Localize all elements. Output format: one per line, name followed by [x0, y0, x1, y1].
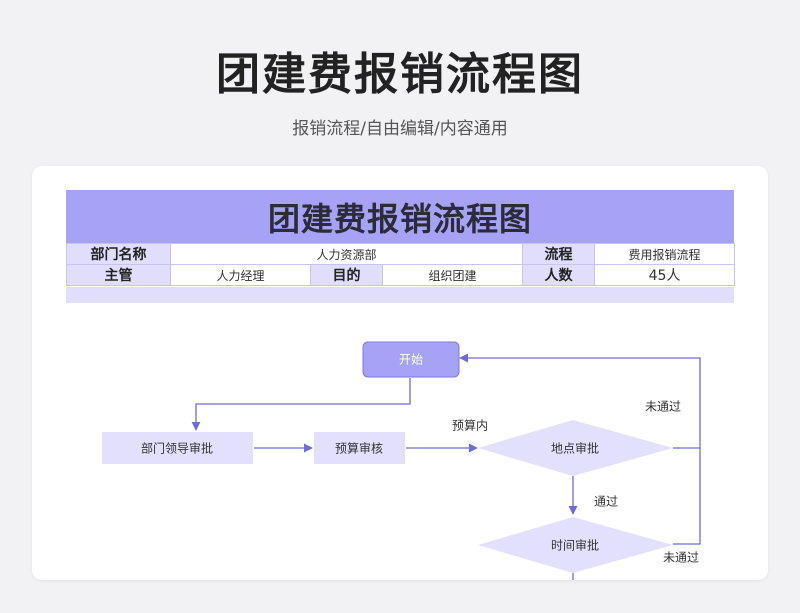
node-time-review[interactable]: 时间审批: [478, 517, 673, 573]
purpose-value[interactable]: 组织团建: [381, 264, 524, 286]
edge-label-rejected-location: 未通过: [645, 400, 681, 414]
purpose-label: 目的: [310, 264, 383, 286]
node-budget-review-label: 预算审核: [335, 441, 383, 456]
sheet-banner-title: 团建费报销流程图: [66, 190, 734, 243]
node-location-review-label: 地点审批: [551, 441, 599, 456]
manager-label: 主管: [66, 264, 171, 286]
edge-label-within-budget: 预算内: [452, 418, 488, 433]
edge-location-rejected-loop: [459, 353, 701, 449]
node-start-label: 开始: [399, 353, 423, 367]
page-title: 团建费报销流程图: [216, 49, 584, 100]
count-label: 人数: [522, 264, 596, 286]
info-row-2: 主管 人力经理 目的 组织团建 人数 45人: [66, 264, 736, 286]
edge-time-rejected-loop: [673, 448, 701, 545]
sheet-bottom-band: [66, 287, 734, 303]
flow-label: 流程: [522, 243, 596, 265]
manager-value[interactable]: 人力经理: [170, 264, 311, 286]
page-subtitle: 报销流程/自由编辑/内容通用: [292, 119, 508, 139]
node-time-review-label: 时间审批: [551, 538, 599, 553]
node-start[interactable]: 开始: [362, 341, 460, 378]
info-table: 部门名称 人力资源部 流程 费用报销流程 主管 人力经理 目的 组织团建 人数 …: [66, 243, 736, 286]
node-dept-approval[interactable]: 部门领导审批: [102, 432, 253, 464]
flowchart: 开始 部门领导审批 预算审核 地点审批 时间审批 预算内 通过 未通过 未通过: [102, 341, 701, 580]
count-value[interactable]: 45人: [594, 264, 736, 286]
edge-label-rejected-time: 未通过: [663, 551, 699, 565]
node-dept-approval-label: 部门领导审批: [141, 441, 213, 456]
preview-card[interactable]: 团建费报销流程图 部门名称 人力资源部 流程 费用报销流程 主管 人力经理 目的…: [32, 166, 768, 580]
node-budget-review[interactable]: 预算审核: [314, 432, 405, 464]
edge-label-passed: 通过: [594, 495, 618, 509]
node-location-review[interactable]: 地点审批: [478, 420, 673, 476]
edge-start-to-dept: [191, 378, 411, 431]
info-row-1: 部门名称 人力资源部 流程 费用报销流程: [66, 243, 736, 265]
